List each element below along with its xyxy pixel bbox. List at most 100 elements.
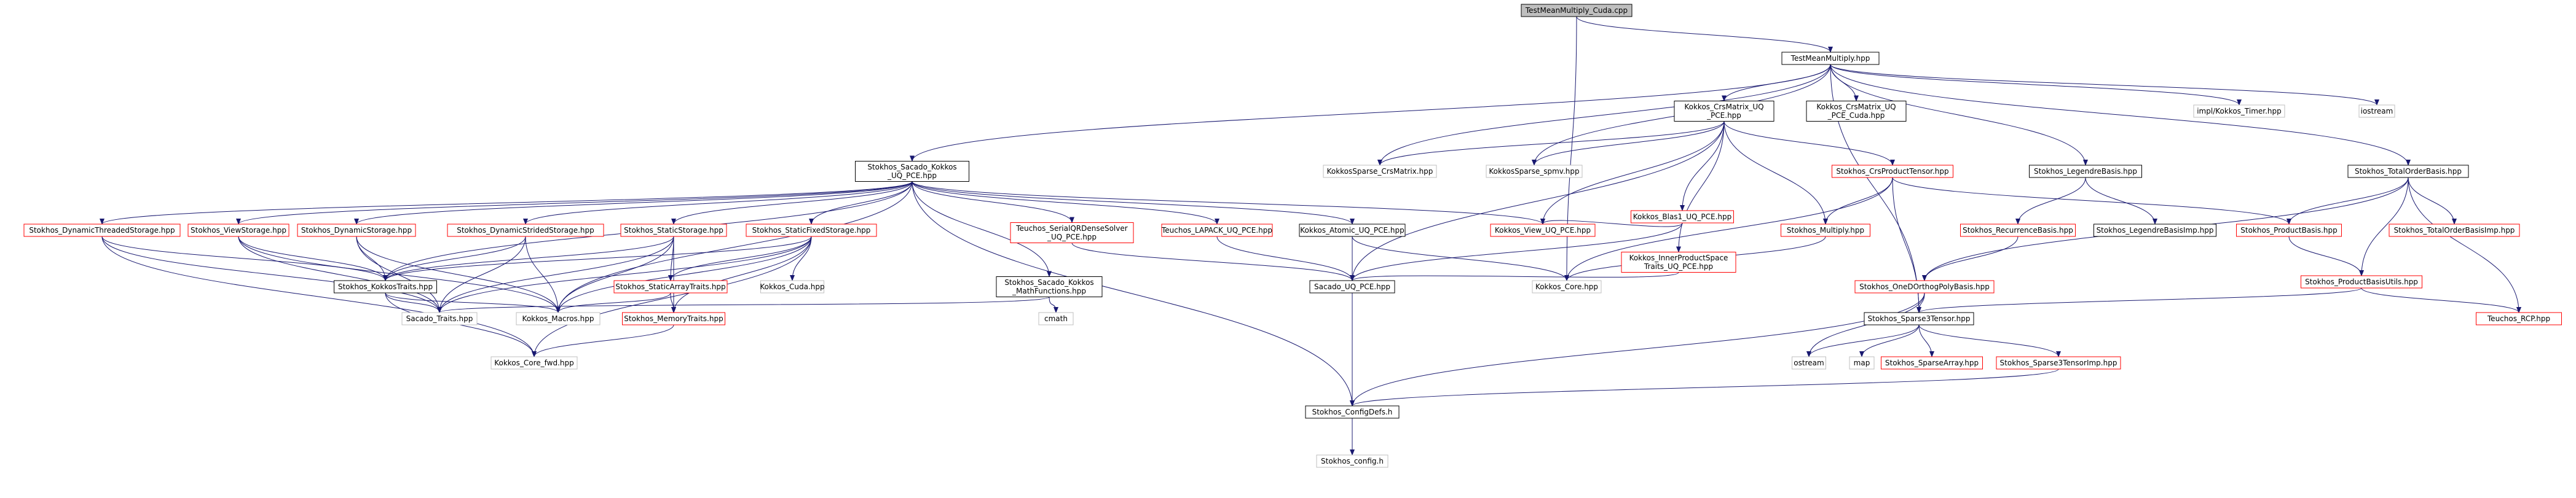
node-cmath: cmath: [1038, 312, 1074, 325]
node-label: KokkosSparse_spmv.hpp: [1489, 167, 1579, 176]
node-recur[interactable]: Stokhos_RecurrenceBasis.hpp: [1960, 224, 2076, 237]
edge-pbu-to-s3t: [1916, 287, 2362, 313]
node-s3timp[interactable]: Stokhos_Sparse3TensorImp.hpp: [1996, 356, 2121, 370]
node-memtraits[interactable]: Stokhos_MemoryTraits.hpp: [622, 312, 725, 325]
node-box: [620, 224, 727, 237]
node-crsprod[interactable]: Stokhos_CrsProductTensor.hpp: [1832, 165, 1953, 178]
node-toimp[interactable]: Stokhos_TotalOrderBasisImp.hpp: [2389, 224, 2520, 237]
edge-dts-to-sactraits: [101, 236, 442, 313]
node-label: Stokhos_TotalOrderBasis.hpp: [2355, 167, 2462, 176]
edge-s3t-to-s3timp: [1918, 324, 2061, 357]
edge-crs-to-ips: [1676, 121, 1725, 253]
edge-legendre-to-legimp: [2085, 177, 2157, 225]
node-label: Stokhos_LegendreBasis.hpp: [2034, 167, 2137, 176]
node-atomic[interactable]: Kokkos_Atomic_UQ_PCE.hpp: [1299, 224, 1406, 237]
node-crs[interactable]: Kokkos_CrsMatrix_UQ_PCE.hpp: [1674, 101, 1774, 122]
node-box: [1881, 356, 1983, 370]
node-box: [516, 312, 601, 325]
node-label: Stokhos_config.h: [1321, 457, 1384, 465]
node-mathfn[interactable]: Stokhos_Sacado_Kokkos_MathFunctions.hpp: [996, 276, 1103, 297]
node-box: [297, 224, 416, 237]
node-sat[interactable]: Stokhos_StaticArrayTraits.hpp: [613, 280, 728, 294]
node-box: [1521, 4, 1633, 17]
node-crscuda[interactable]: Kokkos_CrsMatrix_UQ_PCE_Cuda.hpp: [1806, 101, 1907, 122]
edge-atomic-to-kcore: [1352, 236, 1569, 281]
edge-ds-to-kktraits: [356, 236, 388, 281]
node-label: Stokhos_Sacado_Kokkos_MathFunctions.hpp: [1004, 278, 1093, 295]
edge-tmm-to-totalorder: [1830, 64, 2411, 166]
node-lapack[interactable]: Teuchos_LAPACK_UQ_PCE.hpp: [1161, 224, 1273, 237]
node-root[interactable]: TestMeanMultiply_Cuda.cpp: [1521, 4, 1633, 17]
node-serialqr[interactable]: Teuchos_SerialQRDenseSolver_UQ_PCE.hpp: [1010, 222, 1134, 243]
edge-memtraits-to-kcorefwd: [532, 324, 674, 357]
node-sacado[interactable]: Stokhos_Sacado_Kokkos_UQ_PCE.hpp: [855, 161, 969, 182]
edge-vs-to-sactraits: [238, 236, 442, 313]
node-label: Stokhos_CrsProductTensor.hpp: [1836, 167, 1948, 176]
node-sarray[interactable]: Stokhos_SparseArray.hpp: [1881, 356, 1983, 370]
node-label: TestMeanMultiply_Cuda.cpp: [1525, 6, 1628, 15]
node-label: TestMeanMultiply.hpp: [1790, 54, 1870, 63]
node-vs[interactable]: Stokhos_ViewStorage.hpp: [187, 224, 290, 237]
edge-dts-to-kktraits: [101, 236, 388, 281]
node-totalorder[interactable]: Stokhos_TotalOrderBasis.hpp: [2347, 165, 2469, 178]
node-label: Teuchos_SerialQRDenseSolver_UQ_PCE.hpp: [1015, 224, 1127, 241]
node-box: [1010, 222, 1134, 243]
node-dss[interactable]: Stokhos_DynamicStridedStorage.hpp: [447, 224, 604, 237]
node-rcp[interactable]: Teuchos_RCP.hpp: [2476, 312, 2562, 325]
node-box: [1316, 454, 1388, 468]
node-configdefs[interactable]: Stokhos_ConfigDefs.h: [1305, 405, 1400, 419]
node-box: [1996, 356, 2121, 370]
node-blas1[interactable]: Kokkos_Blas1_UQ_PCE.hpp: [1631, 210, 1734, 224]
edge-tmm-to-timer: [1830, 64, 2242, 106]
dependency-nodes: TestMeanMultiply_Cuda.cppTestMeanMultipl…: [23, 4, 2562, 468]
node-kktraits[interactable]: Stokhos_KokkosTraits.hpp: [334, 280, 437, 294]
node-box: [447, 224, 604, 237]
node-legimp[interactable]: Stokhos_LegendreBasisImp.hpp: [2093, 224, 2216, 237]
node-box: [746, 224, 877, 237]
edge-sacado-to-configdefs: [912, 181, 1355, 407]
edge-totalorder-to-pbu: [2359, 177, 2409, 276]
node-sfs[interactable]: Stokhos_StaticFixedStorage.hpp: [746, 224, 877, 237]
node-kmacros: Kokkos_Macros.hpp: [516, 312, 601, 325]
node-legendre[interactable]: Stokhos_LegendreBasis.hpp: [2029, 165, 2142, 178]
edge-crs-to-crsprod: [1723, 121, 1895, 166]
edge-blas1-to-sacuq: [1350, 222, 1683, 281]
node-box: [1161, 224, 1273, 237]
node-tmm[interactable]: TestMeanMultiply.hpp: [1781, 52, 1880, 65]
edge-sat-to-kmacros: [556, 292, 671, 313]
edge-s3timp-to-configdefs: [1350, 368, 2059, 407]
edge-recur-to-oneortho: [1922, 236, 2019, 281]
node-box: [1490, 224, 1596, 237]
node-ds[interactable]: Stokhos_DynamicStorage.hpp: [297, 224, 416, 237]
node-box: [2093, 224, 2216, 237]
node-box: [1849, 356, 1875, 370]
node-label: Kokkos_Core.hpp: [1535, 282, 1598, 291]
node-box: [2236, 224, 2342, 237]
edge-tmm-to-kscrs: [1377, 64, 1831, 166]
node-label: Kokkos_Atomic_UQ_PCE.hpp: [1300, 226, 1404, 235]
node-oneortho[interactable]: Stokhos_OneDOrthogPolyBasis.hpp: [1854, 280, 1995, 294]
node-label: Stokhos_LegendreBasisImp.hpp: [2097, 226, 2214, 235]
edge-sacado-to-ds: [354, 181, 913, 225]
node-box: [334, 280, 437, 294]
node-box: [2029, 165, 2142, 178]
node-smult[interactable]: Stokhos_Multiply.hpp: [1781, 224, 1870, 237]
node-pbu[interactable]: Stokhos_ProductBasisUtils.hpp: [2301, 275, 2422, 289]
node-s3t[interactable]: Stokhos_Sparse3Tensor.hpp: [1864, 312, 1974, 325]
node-label: Stokhos_Sparse3TensorImp.hpp: [2000, 359, 2117, 367]
node-viewuq[interactable]: Kokkos_View_UQ_PCE.hpp: [1490, 224, 1596, 237]
node-ss[interactable]: Stokhos_StaticStorage.hpp: [620, 224, 727, 237]
node-prodbasis[interactable]: Stokhos_ProductBasis.hpp: [2236, 224, 2342, 237]
node-box: [1781, 224, 1870, 237]
node-sacuq[interactable]: Sacado_UQ_PCE.hpp: [1309, 280, 1395, 294]
edge-crs-to-smult: [1723, 121, 1828, 225]
node-label: Stokhos_Sparse3Tensor.hpp: [1868, 314, 1971, 323]
node-box: [1038, 312, 1074, 325]
node-dts[interactable]: Stokhos_DynamicThreadedStorage.hpp: [23, 224, 181, 237]
node-box: [1864, 312, 1974, 325]
edge-sacado-to-mathfn: [912, 181, 1052, 278]
node-box: [2193, 104, 2285, 118]
edge-crs-to-blas1: [1680, 121, 1725, 211]
node-label: Kokkos_Cuda.hpp: [760, 282, 824, 291]
